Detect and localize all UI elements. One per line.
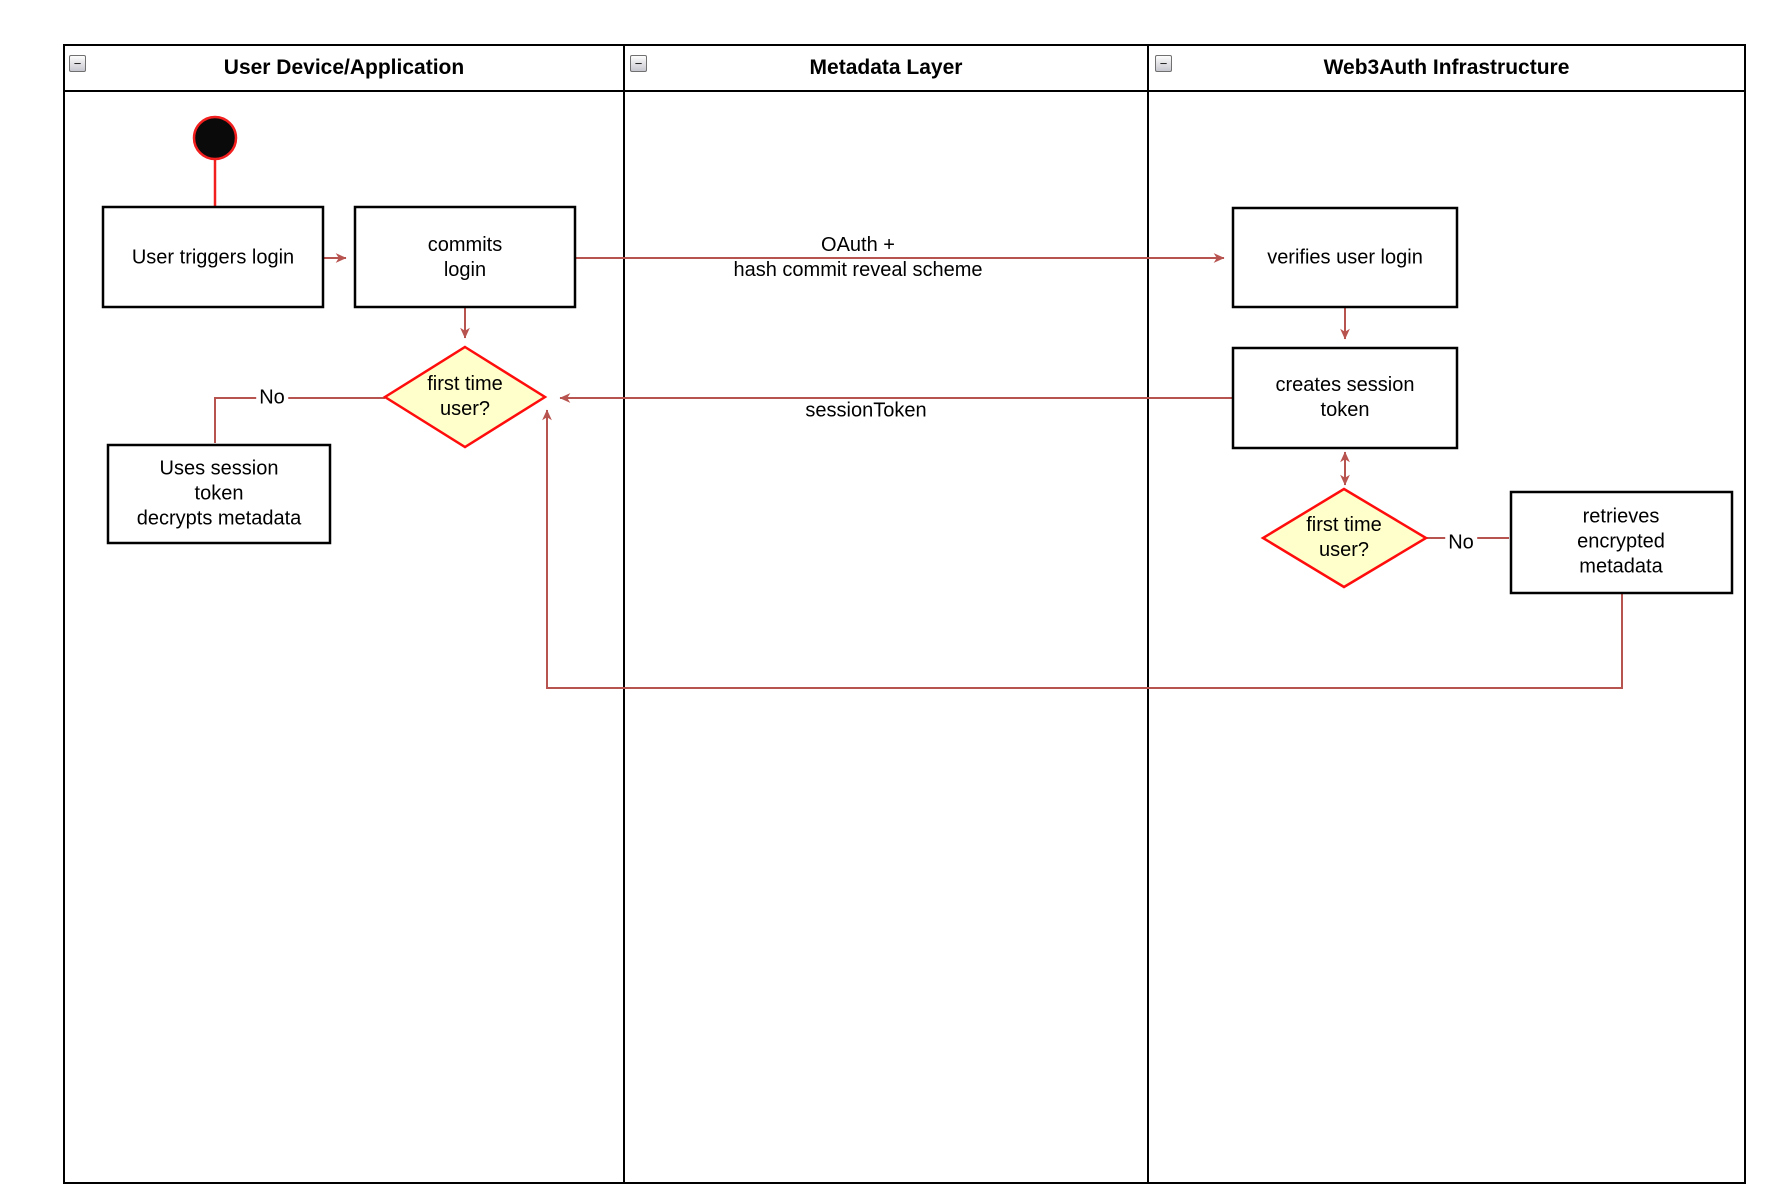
node-verifies-user-login[interactable] <box>1231 206 1459 309</box>
collapse-lane-1-icon[interactable]: − <box>69 55 86 72</box>
edge-retrieves-feedback-loop[interactable] <box>542 409 1623 689</box>
edge-oauth-label: OAuth + hash commit reveal scheme <box>733 234 983 281</box>
node-user-triggers-login-label: User triggers login <box>131 246 295 269</box>
node-commits-login[interactable] <box>353 205 577 309</box>
node-creates-session-token[interactable] <box>1231 346 1459 450</box>
node-retrieves-encrypted-metadata-label: retrieves encrypted metadata <box>1577 505 1665 578</box>
node-retrieves-encrypted-metadata[interactable] <box>1509 490 1734 595</box>
edge-decision-no-to-uses-session[interactable] <box>214 397 385 443</box>
edge-session-token-label: sessionToken <box>805 399 927 422</box>
pool-frame <box>63 44 1746 1184</box>
node-uses-session-token[interactable] <box>106 443 332 545</box>
edge-no-app-label: No <box>256 385 288 411</box>
lane-title-user-device[interactable]: User Device/Application <box>223 55 465 79</box>
node-verifies-user-login-label: verifies user login <box>1267 246 1423 269</box>
decision-first-time-user-app[interactable] <box>382 345 548 449</box>
node-uses-session-token-label: Uses session token decrypts metadata <box>136 457 302 530</box>
lane-title-web3auth-infrastructure[interactable]: Web3Auth Infrastructure <box>1323 55 1570 79</box>
node-user-triggers-login[interactable] <box>101 205 325 309</box>
edge-no-infra-label: No <box>1445 530 1477 556</box>
lane-title-metadata-layer[interactable]: Metadata Layer <box>809 55 963 79</box>
collapse-lane-2-icon[interactable]: − <box>630 55 647 72</box>
node-commits-login-label: commits login <box>427 234 503 281</box>
decision-first-time-user-app-label: first time user? <box>427 373 503 420</box>
node-creates-session-token-label: creates session token <box>1275 374 1415 421</box>
start-node[interactable] <box>192 115 238 161</box>
decision-first-time-user-infra-label: first time user? <box>1306 514 1382 561</box>
decision-first-time-user-infra[interactable] <box>1260 487 1429 589</box>
collapse-lane-3-icon[interactable]: − <box>1155 55 1172 72</box>
